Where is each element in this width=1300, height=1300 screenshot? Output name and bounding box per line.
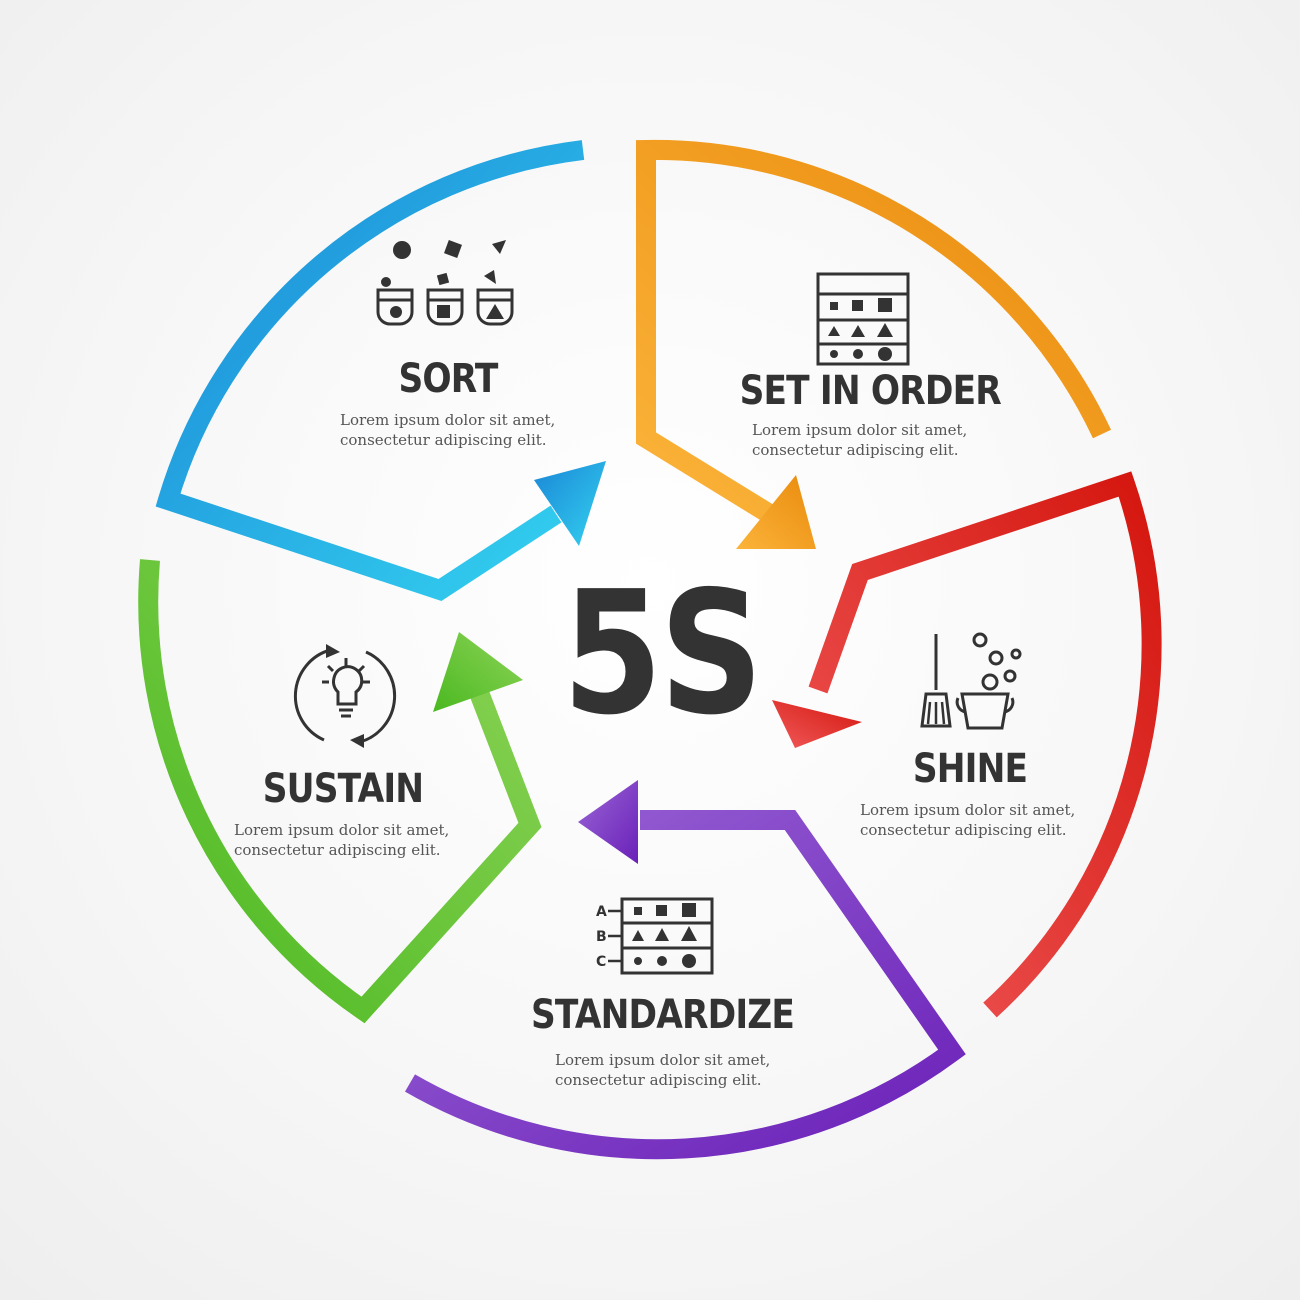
sustain-arrowhead xyxy=(433,632,523,712)
shine-desc-line1: Lorem ipsum dolor sit amet, xyxy=(860,801,1076,819)
sustain-arrow xyxy=(138,559,542,1024)
sort-title: SORT xyxy=(398,356,498,402)
sort-arrow xyxy=(155,140,606,602)
sort-description: Lorem ipsum dolor sit amet, consectetur … xyxy=(340,410,555,450)
sustain-title: SUSTAIN xyxy=(262,766,424,812)
standardize-title: STANDARDIZE xyxy=(531,992,795,1038)
row-label-b: B xyxy=(596,929,607,945)
row-label-a: A xyxy=(596,904,607,920)
set-in-order-title: SET IN ORDER xyxy=(739,368,1002,414)
standardize-arrowhead xyxy=(578,780,638,864)
broom-bucket-icon xyxy=(920,632,1022,730)
row-label-c: C xyxy=(596,954,606,970)
shine-description: Lorem ipsum dolor sit amet, consectetur … xyxy=(860,800,1075,840)
standard-table-icon: A B C xyxy=(596,897,714,975)
sort-desc-line2: consectetur adipiscing elit. xyxy=(340,431,547,449)
shine-arrowhead xyxy=(772,700,862,748)
set-in-order-desc-line1: Lorem ipsum dolor sit amet, xyxy=(752,421,968,439)
shine-title: SHINE xyxy=(912,746,1028,792)
shine-arrow xyxy=(772,471,1162,1018)
standardize-desc-line2: consectetur adipiscing elit. xyxy=(555,1071,762,1089)
sort-arrowhead xyxy=(534,461,606,546)
set-in-order-arrowhead xyxy=(736,475,816,549)
center-title: 5S xyxy=(562,555,763,753)
lightbulb-cycle-icon xyxy=(293,644,397,748)
set-in-order-desc-line2: consectetur adipiscing elit. xyxy=(752,441,959,459)
set-in-order-arrow xyxy=(636,139,1112,549)
sustain-desc-line2: consectetur adipiscing elit. xyxy=(234,841,441,859)
sorting-bins-icon xyxy=(376,240,514,326)
standardize-desc-line1: Lorem ipsum dolor sit amet, xyxy=(555,1051,771,1069)
sustain-description: Lorem ipsum dolor sit amet, consectetur … xyxy=(234,820,449,860)
standardize-arrow xyxy=(405,780,966,1160)
sustain-desc-line1: Lorem ipsum dolor sit amet, xyxy=(234,821,450,839)
organized-shelf-icon xyxy=(816,272,910,366)
shine-desc-line2: consectetur adipiscing elit. xyxy=(860,821,1067,839)
standardize-description: Lorem ipsum dolor sit amet, consectetur … xyxy=(555,1050,770,1090)
sort-desc-line1: Lorem ipsum dolor sit amet, xyxy=(340,411,556,429)
set-in-order-description: Lorem ipsum dolor sit amet, consectetur … xyxy=(752,420,967,460)
